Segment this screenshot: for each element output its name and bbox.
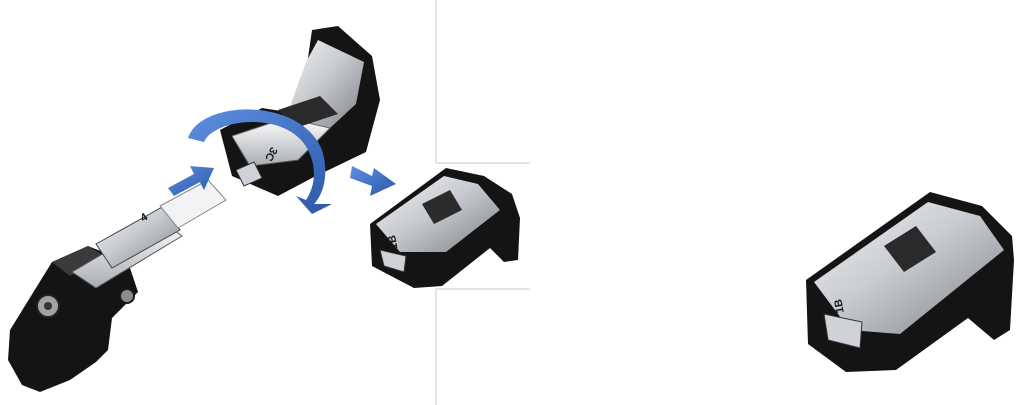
removal-arrow <box>350 166 396 196</box>
removed-part-label: 1B <box>386 234 400 250</box>
removed-part: 1B <box>370 168 520 288</box>
probe-tip: 4 <box>72 180 226 288</box>
clamp-pin <box>120 289 134 303</box>
detail-part-label: 1B <box>832 298 846 314</box>
detail-part: 1B <box>806 192 1014 372</box>
